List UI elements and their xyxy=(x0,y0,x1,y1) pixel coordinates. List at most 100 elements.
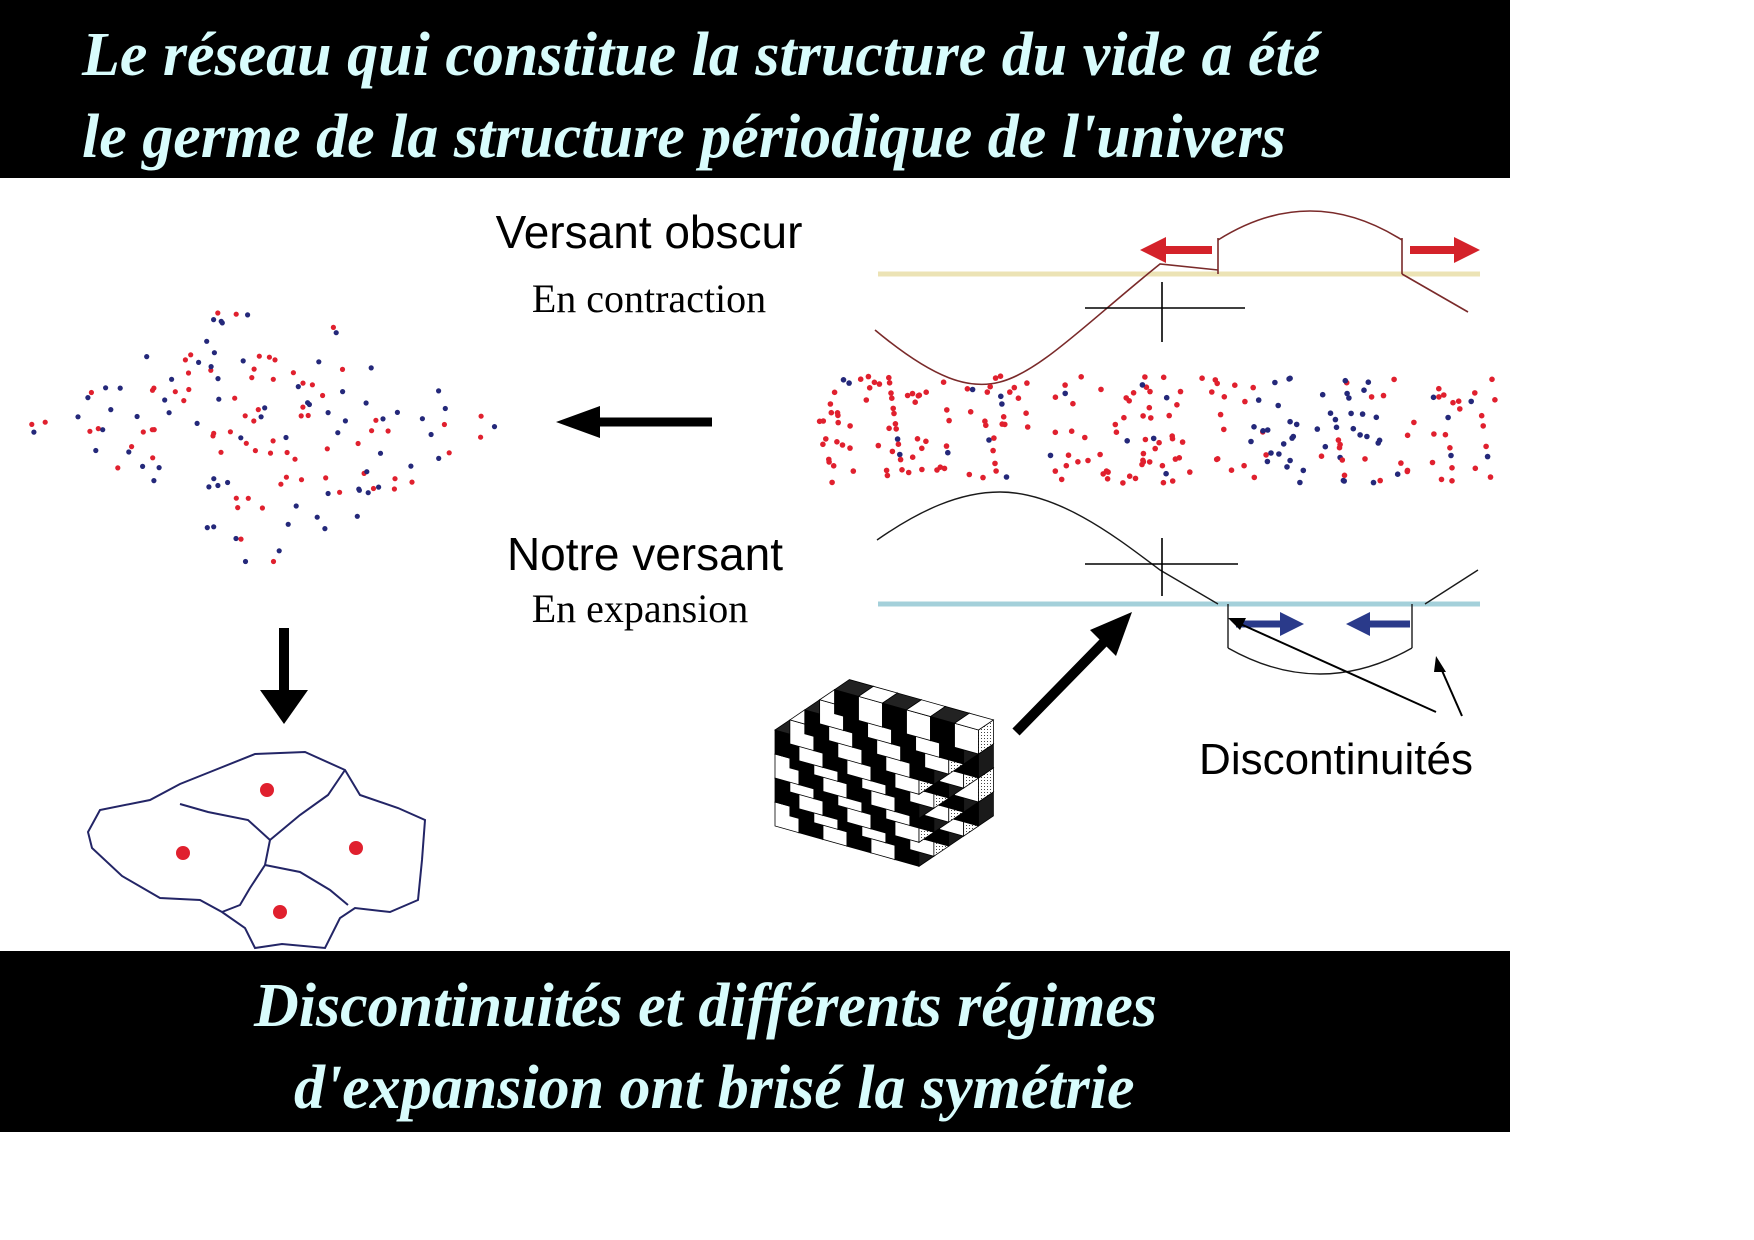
blue-dot xyxy=(240,358,246,364)
blue-dot xyxy=(897,451,903,458)
red-dot xyxy=(233,311,239,317)
red-dot xyxy=(1070,400,1076,407)
red-dot xyxy=(272,357,278,363)
red-dot xyxy=(149,427,155,433)
blue-dot xyxy=(998,393,1004,400)
red-dot xyxy=(339,366,346,372)
red-dot xyxy=(29,421,35,427)
blue-dot xyxy=(1342,377,1349,384)
red-dot xyxy=(330,324,336,330)
red-dot xyxy=(278,481,284,487)
red-dot xyxy=(150,455,156,461)
red-dot xyxy=(912,399,918,406)
red-dot xyxy=(946,417,952,424)
red-dot xyxy=(259,505,265,511)
blue-dot xyxy=(322,526,328,532)
red-dot xyxy=(1431,431,1437,437)
blue-dot xyxy=(1359,411,1366,417)
red-dot xyxy=(409,479,415,485)
blue-dot xyxy=(1289,435,1295,441)
blue-dot xyxy=(1260,428,1266,434)
red-dot xyxy=(909,454,916,461)
red-dot xyxy=(993,468,999,474)
blue-dot xyxy=(215,482,221,489)
blue-dot xyxy=(262,405,268,411)
blue-dot xyxy=(442,405,448,412)
red-dot xyxy=(923,389,929,396)
red-dot xyxy=(919,466,925,473)
blue-dot xyxy=(1346,395,1352,401)
blue-dot xyxy=(293,503,299,509)
red-dot xyxy=(233,495,239,501)
red-dot xyxy=(992,375,999,381)
red-dot xyxy=(1336,444,1343,451)
red-dot xyxy=(300,380,306,386)
blue-dot xyxy=(1264,427,1271,433)
red-dot xyxy=(893,426,899,432)
red-dot xyxy=(891,410,897,417)
blue-dot xyxy=(1275,402,1281,409)
red-dot xyxy=(1062,382,1068,388)
blue-dot xyxy=(325,490,331,497)
red-dot xyxy=(899,467,905,473)
arrow-left-icon xyxy=(556,406,712,438)
red-dot xyxy=(1492,397,1498,403)
red-dot xyxy=(1156,439,1162,446)
red-dot xyxy=(1335,437,1342,443)
blue-dot xyxy=(376,484,382,490)
red-dot xyxy=(835,419,841,426)
blue-dot xyxy=(31,429,37,435)
blue-dot xyxy=(238,435,244,441)
red-dot xyxy=(1449,465,1455,471)
blue-dot xyxy=(1333,424,1340,431)
red-dot xyxy=(215,310,221,316)
red-dot xyxy=(1140,450,1147,457)
red-dot xyxy=(1441,392,1447,398)
red-dot xyxy=(1442,431,1449,438)
blue-dot xyxy=(1150,435,1157,442)
blue-dot xyxy=(436,455,442,461)
blue-dot xyxy=(1348,410,1354,417)
blue-dot xyxy=(394,409,400,415)
red-dot xyxy=(186,386,192,393)
red-dot xyxy=(1241,462,1247,469)
red-dot xyxy=(890,405,896,412)
blue-dot xyxy=(103,385,109,391)
blue-dot xyxy=(1468,398,1474,405)
red-dot xyxy=(300,404,306,410)
red-dot xyxy=(1142,374,1148,380)
blue-dot xyxy=(408,463,414,469)
blue-dot xyxy=(333,330,339,336)
red-dot xyxy=(218,449,224,455)
red-dot xyxy=(1126,473,1133,480)
blue-dot xyxy=(380,416,386,422)
red-dot xyxy=(1166,412,1172,419)
blue-dot xyxy=(151,478,157,484)
red-dot xyxy=(140,429,146,435)
blue-dot xyxy=(1284,464,1290,470)
red-dot xyxy=(1075,459,1081,465)
upper-wave-diagram xyxy=(874,210,1480,386)
label-discontinuities: Discontinuités xyxy=(1199,735,1473,784)
red-dot xyxy=(1391,376,1397,383)
red-dot xyxy=(1447,445,1453,451)
blue-dot xyxy=(428,431,434,438)
blue-dot xyxy=(295,384,301,390)
blue-dot xyxy=(846,380,852,386)
red-dot xyxy=(251,418,257,424)
blue-dot xyxy=(354,513,360,519)
red-dot xyxy=(1123,395,1129,401)
red-dot xyxy=(267,450,274,456)
arrow-up-right-icon xyxy=(1012,612,1132,736)
red-dot xyxy=(1169,478,1176,484)
blue-dot xyxy=(1430,394,1437,401)
cell-diagram xyxy=(86,750,427,950)
red-dot xyxy=(1113,429,1120,436)
red-dot xyxy=(270,376,276,382)
blue-dot xyxy=(1361,387,1367,394)
blue-dot xyxy=(1365,379,1372,386)
red-dot xyxy=(889,395,895,402)
red-dot xyxy=(934,467,940,473)
red-dot xyxy=(1429,459,1436,466)
blue-dot xyxy=(196,359,202,365)
